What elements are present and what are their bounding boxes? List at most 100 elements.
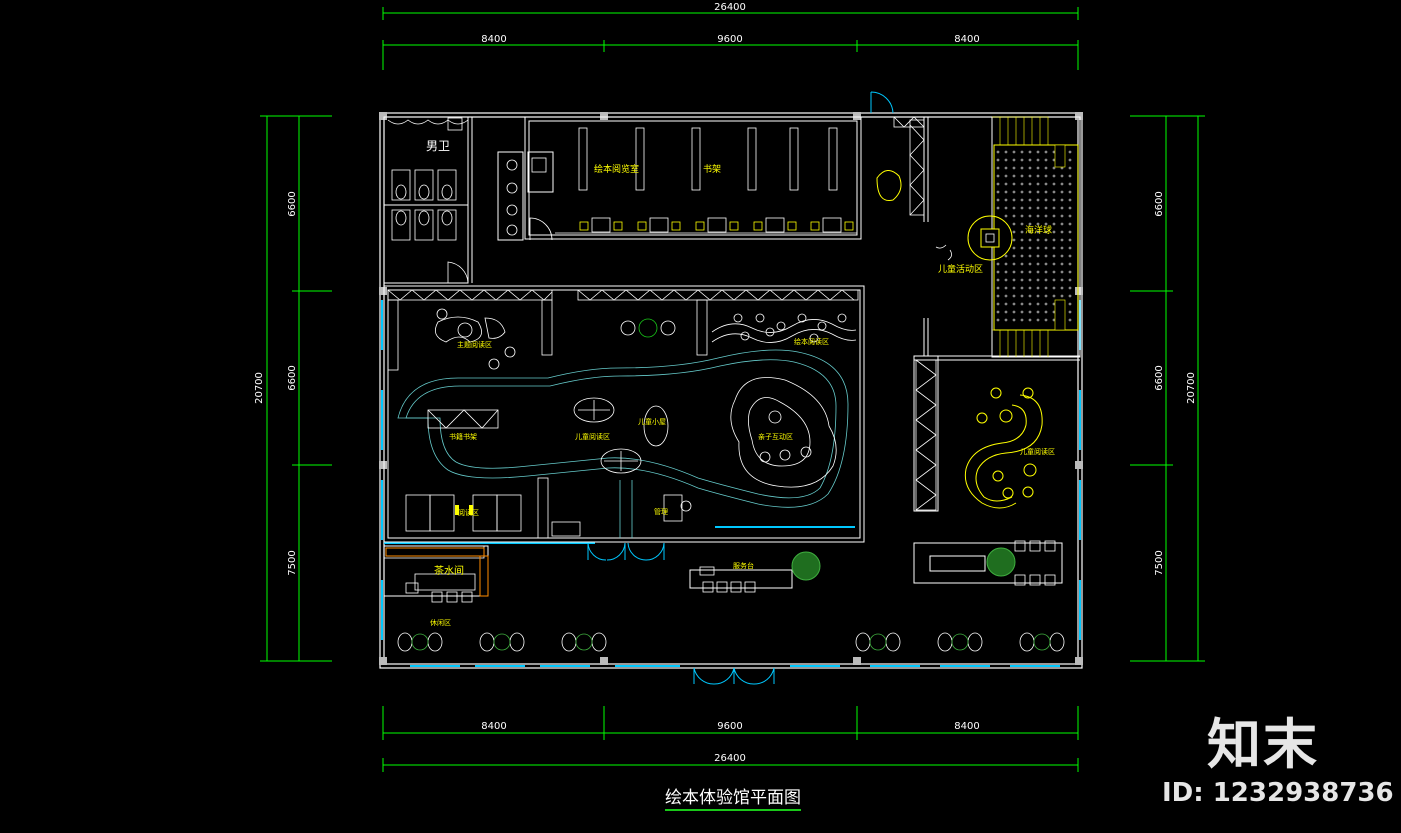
ball-dot — [1028, 190, 1032, 194]
rest-chair — [427, 632, 443, 652]
dim-left-seg-3: 7500 — [287, 550, 298, 575]
ball-dot — [1052, 246, 1056, 250]
ball-dot — [1060, 294, 1064, 298]
ball-dot — [1036, 246, 1040, 250]
ball-dot — [996, 174, 1000, 178]
ball-dot — [1004, 318, 1008, 322]
rest-table — [1033, 633, 1051, 651]
label-kids-corner: 儿童小屋 — [638, 417, 666, 426]
label-kids-read-2: 儿童阅读区 — [1020, 447, 1055, 456]
ball-dot — [1060, 278, 1064, 282]
ball-dot — [1068, 238, 1072, 242]
ball-dot — [1004, 270, 1008, 274]
ball-dot — [1004, 262, 1008, 266]
dim-top-seg-1: 8400 — [481, 34, 506, 45]
ball-dot — [1044, 158, 1048, 162]
ball-dot — [1060, 254, 1064, 258]
ball-dot — [996, 302, 1000, 306]
ball-dot — [1004, 206, 1008, 210]
ball-dot — [1004, 254, 1008, 258]
rest-chair — [509, 632, 525, 652]
ball-dot — [1020, 174, 1024, 178]
ball-dot — [1020, 158, 1024, 162]
ball-dot — [1060, 190, 1064, 194]
ball-dot — [996, 278, 1000, 282]
ball-dot — [1036, 230, 1040, 234]
dim-left-total: 20700 — [254, 372, 265, 404]
ball-dot — [1036, 270, 1040, 274]
label-picture-reading: 绘本阅读区 — [794, 337, 829, 346]
ball-dot — [1028, 246, 1032, 250]
rest-chair — [855, 632, 871, 652]
ball-dot — [1012, 278, 1016, 282]
reading-room-furniture — [555, 127, 857, 234]
ball-dot — [1028, 310, 1032, 314]
ball-dot — [1020, 238, 1024, 242]
ball-dot — [1044, 222, 1048, 226]
ball-dot — [1044, 230, 1048, 234]
ball-dot — [1004, 198, 1008, 202]
rest-chair — [967, 632, 983, 652]
ball-dot — [1060, 230, 1064, 234]
ball-dot — [1004, 310, 1008, 314]
ball-dot — [1044, 286, 1048, 290]
ball-dot — [1044, 238, 1048, 242]
ball-dot — [1060, 262, 1064, 266]
rest-chair — [591, 632, 607, 652]
ball-dot — [1052, 270, 1056, 274]
ball-dot — [1004, 166, 1008, 170]
ball-dot — [1028, 294, 1032, 298]
ball-dot — [1044, 198, 1048, 202]
label-reading-room: 绘本阅览室 — [594, 163, 639, 175]
rest-chair — [397, 632, 413, 652]
hall-small-chairs — [455, 505, 473, 515]
ball-dot — [1060, 286, 1064, 290]
ball-dot — [1052, 278, 1056, 282]
ball-dot — [996, 318, 1000, 322]
ball-dot — [1020, 254, 1024, 258]
ball-dot — [1036, 262, 1040, 266]
rest-chair — [885, 632, 901, 652]
ball-dot — [1068, 190, 1072, 194]
dimension-lines — [260, 7, 1205, 772]
right-reading-furniture — [964, 387, 1043, 509]
ball-dot — [1068, 262, 1072, 266]
ball-dot — [1020, 198, 1024, 202]
ball-dot — [1068, 230, 1072, 234]
ball-dot — [1012, 190, 1016, 194]
ball-dot — [1052, 190, 1056, 194]
ball-dot — [1012, 150, 1016, 154]
service-furniture — [405, 540, 1056, 603]
ball-dot — [1028, 318, 1032, 322]
ball-dot — [1044, 278, 1048, 282]
ball-dot — [1012, 206, 1016, 210]
ball-dot — [1020, 294, 1024, 298]
rest-area-furniture — [397, 632, 1065, 652]
ball-dot — [1028, 182, 1032, 186]
ball-dot — [1044, 270, 1048, 274]
ball-dot — [1036, 150, 1040, 154]
label-bookshelf-zone: 书籍书架 — [449, 432, 477, 441]
ball-dot — [1036, 190, 1040, 194]
ball-dot — [1052, 254, 1056, 258]
ball-dot — [1004, 158, 1008, 162]
ball-dot — [1004, 190, 1008, 194]
ball-dot — [1044, 294, 1048, 298]
ball-dot — [996, 310, 1000, 314]
ball-dot — [1044, 262, 1048, 266]
ball-dot — [1060, 182, 1064, 186]
ball-dot — [1012, 302, 1016, 306]
ball-pool — [876, 116, 1079, 357]
ball-dot — [1068, 206, 1072, 210]
ball-dot — [1012, 238, 1016, 242]
ball-dot — [1068, 318, 1072, 322]
label-ball-pool: 海洋球 — [1025, 224, 1052, 236]
ball-dot — [1012, 182, 1016, 186]
ball-dot — [1052, 150, 1056, 154]
ball-dot — [1020, 318, 1024, 322]
ball-dot — [1068, 246, 1072, 250]
ball-dot — [1020, 310, 1024, 314]
ball-dot — [1012, 198, 1016, 202]
ball-dot — [1004, 174, 1008, 178]
ball-dot — [1052, 286, 1056, 290]
